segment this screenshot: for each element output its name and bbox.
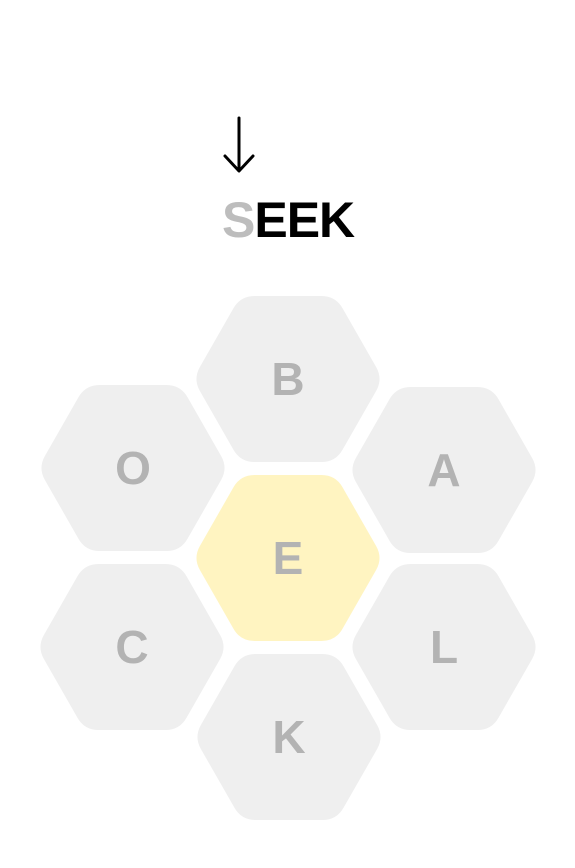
ghost-letters: S — [222, 192, 255, 248]
hive-cell-bottom[interactable]: K — [194, 654, 384, 820]
down-arrow-icon — [222, 116, 256, 174]
typed-letters: EEK — [254, 192, 355, 248]
current-word-input[interactable]: SEEK — [222, 192, 355, 248]
